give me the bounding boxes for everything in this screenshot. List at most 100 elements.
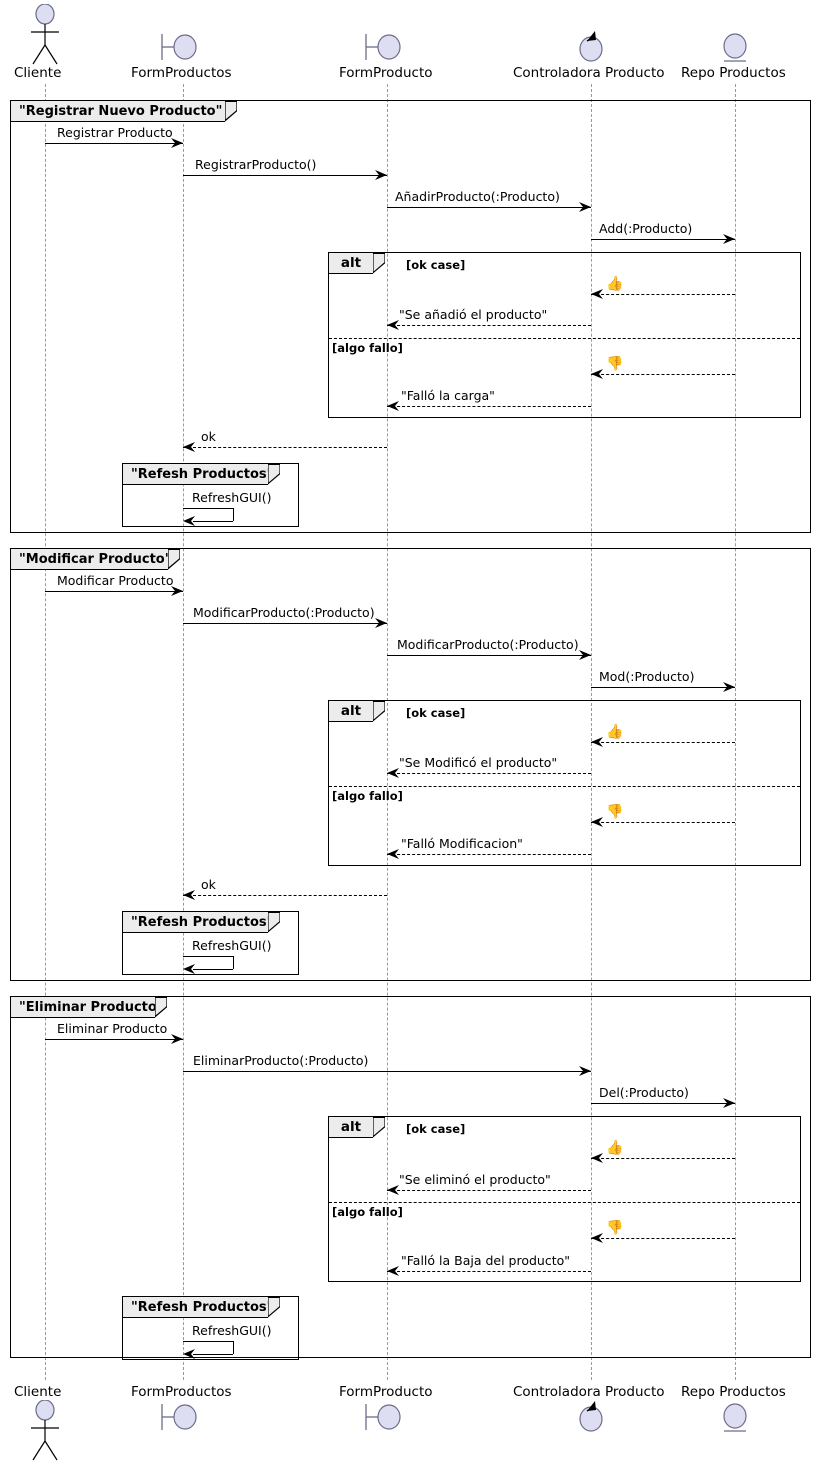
arrowhead-icon: [591, 369, 603, 379]
fragment-refresh-3: [122, 1296, 299, 1360]
arrowhead-icon: [387, 768, 399, 778]
alt-guard-fail-modificar: [algo fallo]: [332, 789, 403, 803]
message-label-refresh-2: RefreshGUI(): [192, 938, 272, 953]
message-label: Mod(:Producto): [599, 669, 695, 684]
arrowhead-icon: [171, 586, 183, 596]
fragment-tab-notch-icon: [155, 997, 167, 1018]
message-label: Registrar Producto: [57, 125, 173, 140]
participant-label-formproductos-bottom: FormProductos: [131, 1384, 232, 1400]
fragment-registrar: [10, 100, 811, 533]
arrowhead-icon: [579, 1066, 591, 1076]
message-label: Add(:Producto): [599, 221, 693, 236]
participant-label-formproducto: FormProducto: [339, 65, 433, 81]
fragment-tab-notch-icon: [268, 1297, 280, 1318]
fragment-registrar-label: "Registrar Nuevo Producto": [19, 103, 223, 119]
control-icon: [574, 28, 610, 66]
lifeline-repo: [735, 84, 736, 1380]
alt-tab-notch-icon: [373, 253, 385, 274]
message-label: Modificar Producto: [57, 573, 174, 588]
thumbs-up-icon: 👍: [606, 1140, 624, 1156]
fragment-refresh-1: [122, 463, 299, 527]
lifeline-cliente: [45, 84, 46, 1380]
lifeline-formproductos: [183, 84, 184, 1380]
arrowhead-icon: [591, 737, 603, 747]
fragment-eliminar: [10, 996, 811, 1358]
alt-guard-ok-modificar: [ok case]: [406, 706, 466, 720]
arrowhead-icon: [375, 170, 387, 180]
self-message-refresh-2: [183, 956, 239, 974]
arrowhead-icon: [591, 1233, 603, 1243]
fragment-refresh-2-label: "Refesh Productos": [131, 914, 274, 930]
alt-tab-registrar: alt: [329, 253, 373, 274]
arrowhead-icon: [723, 1098, 735, 1108]
alt-operator-label: alt: [340, 255, 362, 271]
arrowhead-icon: [387, 849, 399, 859]
fragment-refresh-1-label: "Refesh Productos": [131, 466, 274, 482]
participant-label-controladora: Controladora Producto: [513, 65, 665, 81]
fragment-modificar-label: "Modificar Producto": [19, 551, 172, 567]
arrowhead-icon: [579, 202, 591, 212]
boundary-icon: [362, 30, 412, 64]
alt-divider-eliminar: [329, 1202, 800, 1203]
fragment-tab-notch-icon: [268, 464, 280, 485]
thumbs-up-icon: 👍: [606, 276, 624, 292]
entity-icon: [718, 30, 754, 66]
arrowhead-icon: [591, 289, 603, 299]
fragment-tab-notch-icon: [168, 549, 180, 570]
fragment-modificar-tab: "Modificar Producto": [11, 549, 172, 570]
message-label: Eliminar Producto: [57, 1021, 168, 1036]
arrowhead-icon: [387, 401, 399, 411]
alt-fragment-registrar: [328, 252, 801, 418]
message-label: "Se eliminó el producto": [399, 1172, 551, 1187]
arrowhead-icon: [387, 320, 399, 330]
arrowhead-icon: [183, 442, 195, 452]
arrowhead-icon: [579, 650, 591, 660]
entity-icon: [718, 1400, 754, 1436]
fragment-refresh-1-tab: "Refesh Productos": [123, 464, 273, 485]
self-message-refresh-3: [183, 1341, 239, 1359]
fragment-refresh-3-label: "Refesh Productos": [131, 1299, 274, 1315]
arrowhead-icon: [171, 138, 183, 148]
control-icon: [574, 1398, 610, 1436]
participant-label-cliente: Cliente: [14, 65, 62, 81]
arrowhead-icon: [183, 890, 195, 900]
arrowhead-icon: [171, 1034, 183, 1044]
fragment-registrar-tab: "Registrar Nuevo Producto": [11, 101, 225, 122]
participant-label-repo-bottom: Repo Productos: [681, 1384, 786, 1400]
fragment-modificar: [10, 548, 811, 981]
alt-tab-modificar: alt: [329, 701, 373, 722]
thumbs-down-icon: 👎: [606, 356, 624, 372]
fragment-refresh-2-tab: "Refesh Productos": [123, 912, 273, 933]
message-label: "Se Modificó el producto": [399, 755, 558, 770]
participant-label-formproducto-bottom: FormProducto: [339, 1384, 433, 1400]
message-label: ModificarProducto(:Producto): [397, 637, 579, 652]
message-label: "Falló la Baja del producto": [401, 1253, 571, 1268]
message-label: ModificarProducto(:Producto): [193, 605, 375, 620]
arrowhead-icon: [387, 1185, 399, 1195]
message-label: EliminarProducto(:Producto): [193, 1053, 369, 1068]
lifeline-formproducto: [387, 84, 388, 1380]
boundary-icon: [362, 1400, 412, 1434]
arrowhead-icon: [591, 1153, 603, 1163]
participant-label-cliente-bottom: Cliente: [14, 1384, 62, 1400]
fragment-eliminar-tab: "Eliminar Producto": [11, 997, 164, 1018]
message-label: "Falló Modificacion": [401, 836, 523, 851]
lifeline-controladora: [591, 84, 592, 1380]
message-label: ok: [201, 429, 216, 444]
alt-divider-registrar: [329, 338, 800, 339]
arrowhead-icon: [723, 682, 735, 692]
alt-operator-label: alt: [340, 1119, 362, 1135]
arrowhead-icon: [723, 234, 735, 244]
arrowhead-icon: [183, 1349, 195, 1359]
boundary-icon: [158, 30, 208, 64]
message-label-refresh-1: RefreshGUI(): [192, 490, 272, 505]
boundary-icon: [158, 1400, 208, 1434]
alt-guard-fail-registrar: [algo fallo]: [332, 341, 403, 355]
message-label: AñadirProducto(:Producto): [395, 189, 560, 204]
alt-tab-notch-icon: [373, 1117, 385, 1138]
fragment-tab-notch-icon: [268, 912, 280, 933]
arrowhead-icon: [183, 964, 195, 974]
message-label: RegistrarProducto(): [195, 157, 317, 172]
alt-divider-modificar: [329, 786, 800, 787]
